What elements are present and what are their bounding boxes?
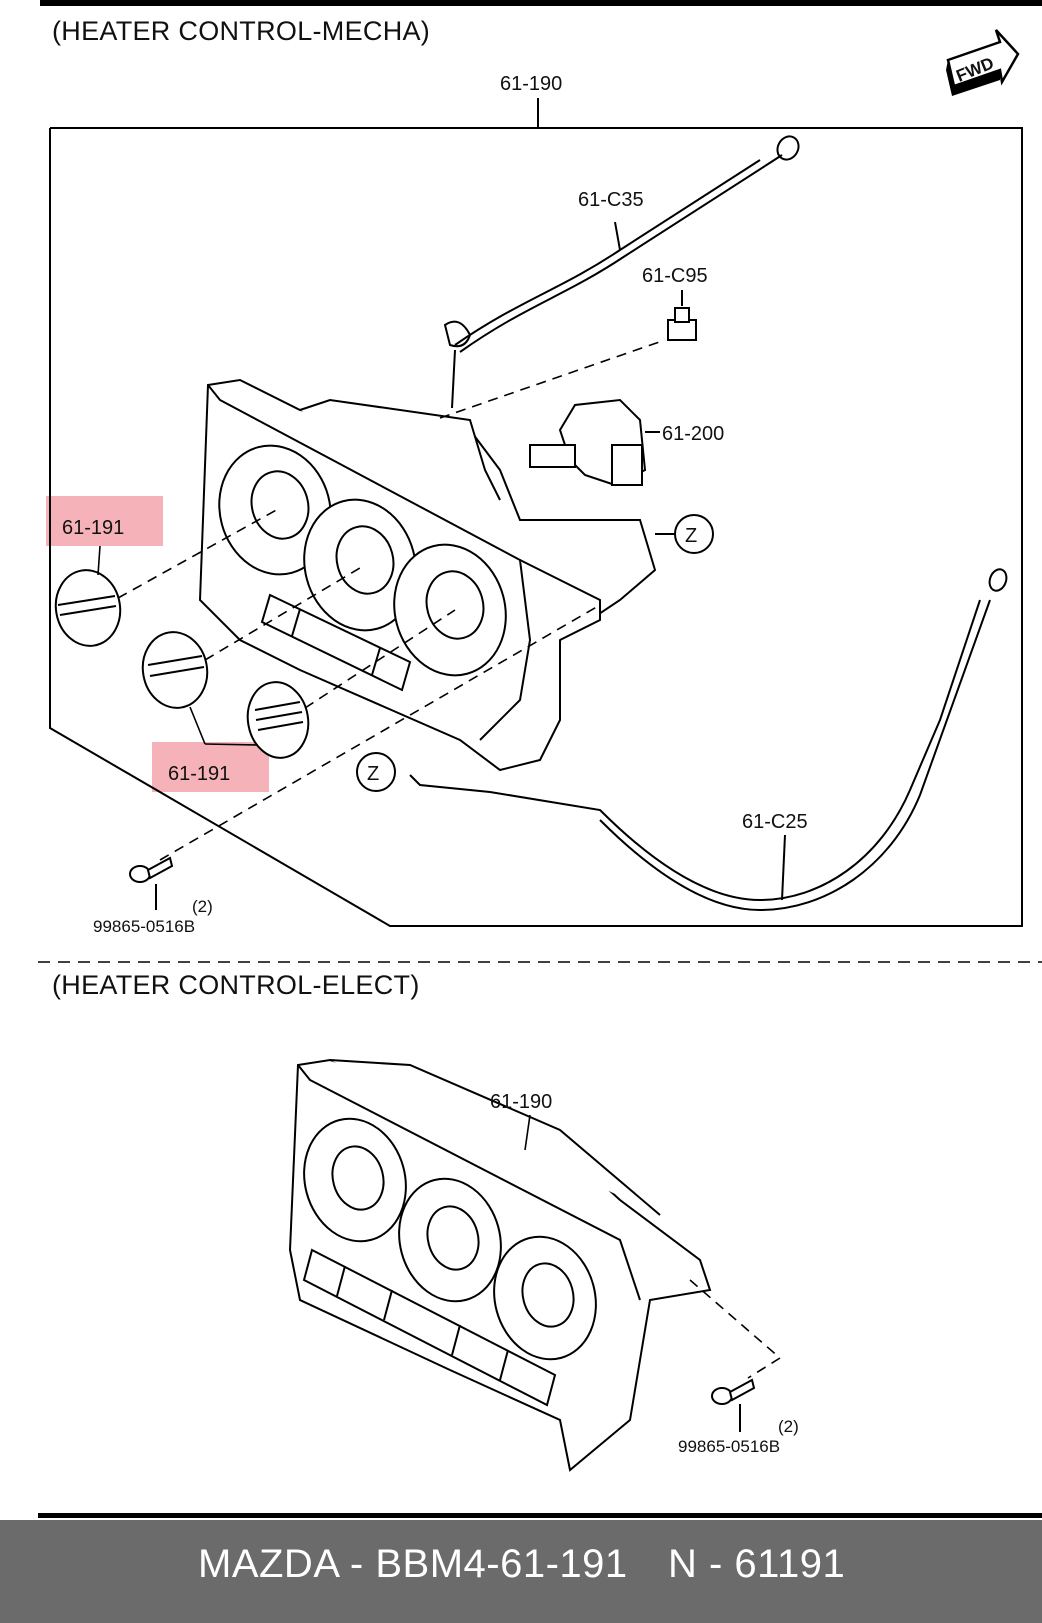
cable-c35 (443, 135, 800, 409)
label-screw: 99865-0516B (93, 917, 195, 936)
leader-61-190-elect (524, 1114, 531, 1151)
footer-bar: MAZDA - BBM4-61-191 N - 61191 (0, 1520, 1042, 1623)
label-61-200: 61-200 (662, 423, 724, 445)
svg-text:Z: Z (685, 525, 697, 547)
svg-text:Z: Z (367, 763, 379, 785)
label-61-c25: 61-C25 (742, 811, 808, 833)
highlight-knob-2 (152, 742, 269, 792)
knob-61-191-c (246, 681, 310, 759)
screw-99865-mecha (129, 856, 174, 910)
highlight-knob-1 (46, 496, 163, 546)
assembly-dashed-lines-mecha (117, 339, 666, 861)
clip-c95 (667, 290, 697, 341)
label-61-c35: 61-C35 (578, 189, 644, 211)
footer-n-number: N - 61191 (668, 1542, 846, 1586)
label-screw-elect-qty: (2) (778, 1417, 799, 1436)
label-screw-qty: (2) (192, 897, 213, 916)
footer-part-number: MAZDA - BBM4-61-191 (198, 1542, 628, 1586)
section-title-elect: (HEATER CONTROL-ELECT) (52, 970, 420, 1000)
label-61-190-elect: 61-190 (490, 1091, 552, 1113)
label-61-191-top: 61-191 (62, 517, 124, 539)
heater-control-assembly-mecha (198, 378, 657, 772)
ref-z-marker-2: Z (356, 752, 396, 792)
knob-61-191-b (141, 631, 209, 709)
label-61-190: 61-190 (500, 73, 562, 95)
leader-lines-knob (97, 545, 259, 746)
label-61-c95: 61-C95 (642, 265, 708, 287)
mecha-frame (49, 98, 1023, 927)
assembly-dashed-lines-elect (689, 1279, 781, 1379)
label-61-191-bottom: 61-191 (168, 763, 230, 785)
top-border (40, 0, 1042, 6)
ref-z-marker-1: Z (655, 514, 714, 554)
fwd-arrow-icon: FWD (946, 29, 1020, 96)
knob-61-191-a (54, 569, 122, 647)
bottom-border (38, 1513, 1042, 1518)
label-screw-elect: 99865-0516B (678, 1437, 780, 1456)
parts-diagram: FWD (38, 29, 1042, 1472)
screw-99865-elect (711, 1378, 756, 1432)
cable-c25 (409, 568, 1008, 912)
heater-control-assembly-elect (288, 1058, 712, 1472)
actuator-61-200 (529, 398, 660, 487)
section-title-mecha: (HEATER CONTROL-MECHA) (52, 16, 431, 46)
